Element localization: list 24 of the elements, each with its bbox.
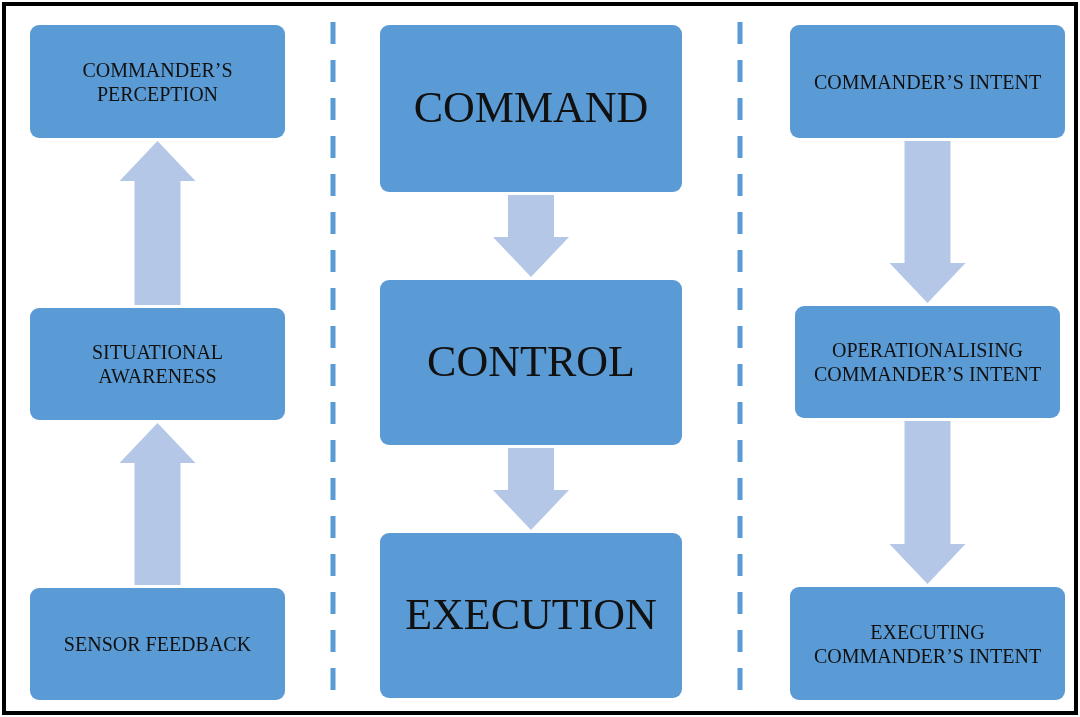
process-box bbox=[30, 308, 285, 420]
process-box bbox=[30, 588, 285, 700]
box-label: COMMANDER’S PERCEPTION bbox=[81, 57, 234, 106]
process-box bbox=[790, 25, 1065, 138]
box-label: EXECUTING COMMANDER’S INTENT bbox=[812, 619, 1043, 668]
process-box bbox=[790, 587, 1065, 700]
block-arrow bbox=[493, 448, 569, 530]
box-label: CONTROL bbox=[427, 336, 635, 389]
process-box bbox=[380, 25, 682, 192]
block-arrow bbox=[889, 421, 966, 584]
process-box bbox=[380, 533, 682, 698]
box-label: SITUATIONAL AWARENESS bbox=[90, 340, 225, 388]
block-arrow bbox=[119, 141, 196, 305]
box-label: COMMAND bbox=[413, 82, 649, 135]
block-arrow bbox=[493, 195, 569, 277]
process-box bbox=[795, 306, 1060, 418]
box-label: COMMANDER’S INTENT bbox=[813, 69, 1042, 94]
block-arrow bbox=[119, 423, 196, 585]
process-box bbox=[30, 25, 285, 138]
box-label: OPERATIONALISING COMMANDER’S INTENT bbox=[812, 338, 1043, 386]
box-label: EXECUTION bbox=[405, 589, 657, 642]
process-box bbox=[380, 280, 682, 445]
box-label: SENSOR FEEDBACK bbox=[63, 632, 252, 656]
block-arrow bbox=[889, 141, 966, 303]
